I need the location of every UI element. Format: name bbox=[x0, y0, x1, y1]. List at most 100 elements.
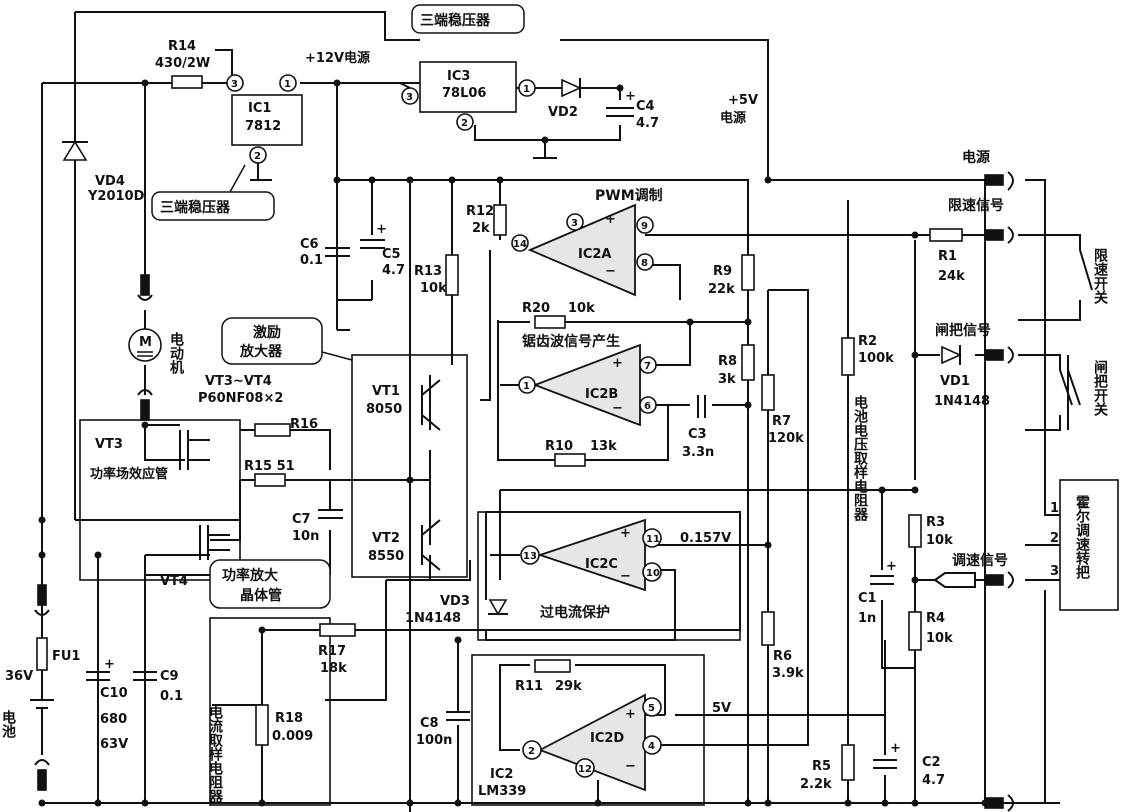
c10-voltage: 63V bbox=[100, 737, 128, 752]
r16-ref: R16 bbox=[290, 417, 318, 432]
r15-ref: R15 51 bbox=[244, 459, 295, 474]
ic2-ref: IC2 bbox=[490, 767, 513, 782]
rail-12v-label: +12V电源 bbox=[305, 50, 370, 66]
ic2a-ref: IC2A bbox=[578, 247, 611, 262]
r11-value: 29k bbox=[555, 679, 582, 694]
ic1-part: 7812 bbox=[245, 119, 281, 134]
c4-value: 4.7 bbox=[636, 116, 659, 131]
c6-value: 0.1 bbox=[300, 253, 323, 268]
r2-resistor bbox=[841, 337, 855, 376]
c9-ref: C9 bbox=[160, 669, 179, 684]
r7-ref: R7 bbox=[772, 414, 791, 429]
power-stage-block bbox=[79, 419, 241, 581]
ic1-pin3: 3 bbox=[231, 79, 238, 90]
motor: M 电动机 bbox=[128, 274, 184, 421]
c3-ref: C3 bbox=[688, 427, 707, 442]
vt2-part: 8550 bbox=[368, 549, 404, 564]
vd3-diode: VD3 1N4148 bbox=[405, 594, 508, 626]
conn-limit-label: 限速信号 bbox=[948, 197, 1004, 214]
c1-ref: C1 bbox=[858, 591, 877, 606]
ic2c-pin13: 13 bbox=[523, 551, 537, 562]
r8-ref: R8 bbox=[718, 354, 737, 369]
ic2b-pin7: 7 bbox=[644, 361, 651, 372]
ic2b-ref: IC2B bbox=[585, 387, 618, 402]
vt2-symbol bbox=[421, 519, 441, 571]
vt34-ref: VT3~VT4 bbox=[205, 374, 272, 389]
rail-5v-label-2: 电源 bbox=[720, 110, 746, 126]
r17-ref: R17 bbox=[318, 644, 346, 659]
ic1-callout-text: 三端稳压器 bbox=[160, 199, 231, 216]
ic2d-plus: + bbox=[625, 707, 636, 722]
ic3-callout-text: 三端稳压器 bbox=[420, 12, 491, 29]
r4-ref: R4 bbox=[926, 611, 945, 626]
conn-power-label: 电源 bbox=[962, 149, 990, 166]
c9-capacitor: C9 0.1 bbox=[133, 669, 183, 704]
battery-connector bbox=[30, 584, 54, 791]
ic2a-minus: − bbox=[605, 264, 616, 279]
brake-switch: 闸把开关 bbox=[1018, 354, 1108, 431]
ic3-callout: 三端稳压器 bbox=[411, 4, 525, 34]
battery-voltage: 36V bbox=[5, 669, 33, 684]
c1-capacitor: + C1 1n bbox=[858, 559, 897, 626]
conn-speed-label: 调速信号 bbox=[952, 552, 1008, 569]
current-sense-block bbox=[209, 617, 331, 806]
vt3-ref: VT3 bbox=[95, 437, 123, 452]
ic2a-plus: + bbox=[605, 212, 616, 227]
driver-callout-2: 放大器 bbox=[239, 343, 283, 360]
r9-value: 22k bbox=[708, 282, 735, 297]
brake-switch-label: 闸把开关 bbox=[1092, 359, 1108, 417]
ic1-pin2: 2 bbox=[254, 151, 261, 162]
r16-resistor bbox=[254, 423, 291, 437]
r12-resistor bbox=[493, 204, 507, 236]
c3-capacitor: C3 3.3n bbox=[682, 395, 714, 460]
driver-callout-1: 激励 bbox=[253, 324, 281, 341]
vd1-diode: VD1 1N4148 bbox=[934, 345, 990, 409]
r3-value: 10k bbox=[926, 533, 953, 548]
r18-value: 0.009 bbox=[272, 729, 313, 744]
c2-plus: + bbox=[890, 741, 901, 756]
r18-ref: R18 bbox=[275, 711, 303, 726]
ic2b-comparator: IC2B + − 1 7 6 bbox=[518, 343, 657, 427]
ic3-part: 78L06 bbox=[442, 86, 486, 101]
vd1-part: 1N4148 bbox=[934, 394, 990, 409]
r14-value: 430/2W bbox=[155, 56, 210, 71]
ic3-pin1: 1 bbox=[523, 84, 530, 95]
connector-speed: 调速信号 bbox=[933, 552, 1014, 589]
r14-resistor bbox=[171, 75, 203, 89]
ic2b-minus: − bbox=[612, 401, 623, 416]
ic2a-comparator: IC2A + − 14 3 9 8 bbox=[511, 203, 654, 297]
vt3-desc: 功率场效应管 bbox=[90, 466, 168, 482]
ic2a-pin3: 3 bbox=[571, 218, 578, 229]
r7-resistor bbox=[761, 374, 775, 411]
c3-value: 3.3n bbox=[682, 445, 714, 460]
c5-capacitor: + C5 4.7 bbox=[360, 222, 405, 278]
vt4-symbol bbox=[199, 525, 230, 560]
ic3-regulator: IC3 78L06 3 1 2 bbox=[401, 61, 536, 131]
c5-value: 4.7 bbox=[382, 263, 405, 278]
power-callout-2: 晶体管 bbox=[240, 587, 282, 604]
r8-value: 3k bbox=[718, 372, 736, 387]
motor-label: 电动机 bbox=[168, 331, 184, 375]
hall-pin2: 2 bbox=[1050, 531, 1059, 546]
block-outlines bbox=[79, 354, 1119, 806]
overcurrent-label: 过电流保护 bbox=[540, 604, 610, 621]
r4-resistor bbox=[908, 611, 922, 651]
sawtooth-label: 锯齿波信号产生 bbox=[522, 333, 620, 350]
c10-capacitor: + C10 680 63V bbox=[86, 657, 128, 752]
ic2d-pin5: 5 bbox=[648, 703, 655, 714]
overcurrent-block bbox=[477, 511, 741, 641]
vd4-ref: VD4 bbox=[95, 174, 125, 189]
hall-throttle-box bbox=[1059, 479, 1119, 611]
ic2d-pin4: 4 bbox=[648, 741, 655, 752]
c10-ref: C10 bbox=[100, 686, 128, 701]
r10-ref: R10 bbox=[545, 439, 573, 454]
ic2d-pin2: 2 bbox=[528, 746, 535, 757]
r5-resistor bbox=[841, 744, 855, 781]
c6-capacitor: C6 0.1 bbox=[300, 237, 372, 331]
r15-resistor bbox=[254, 473, 286, 487]
r13-resistor bbox=[445, 254, 459, 296]
fu1-ref: FU1 bbox=[52, 649, 80, 664]
vd3-ref: VD3 bbox=[440, 594, 470, 609]
r8-resistor bbox=[741, 344, 755, 381]
